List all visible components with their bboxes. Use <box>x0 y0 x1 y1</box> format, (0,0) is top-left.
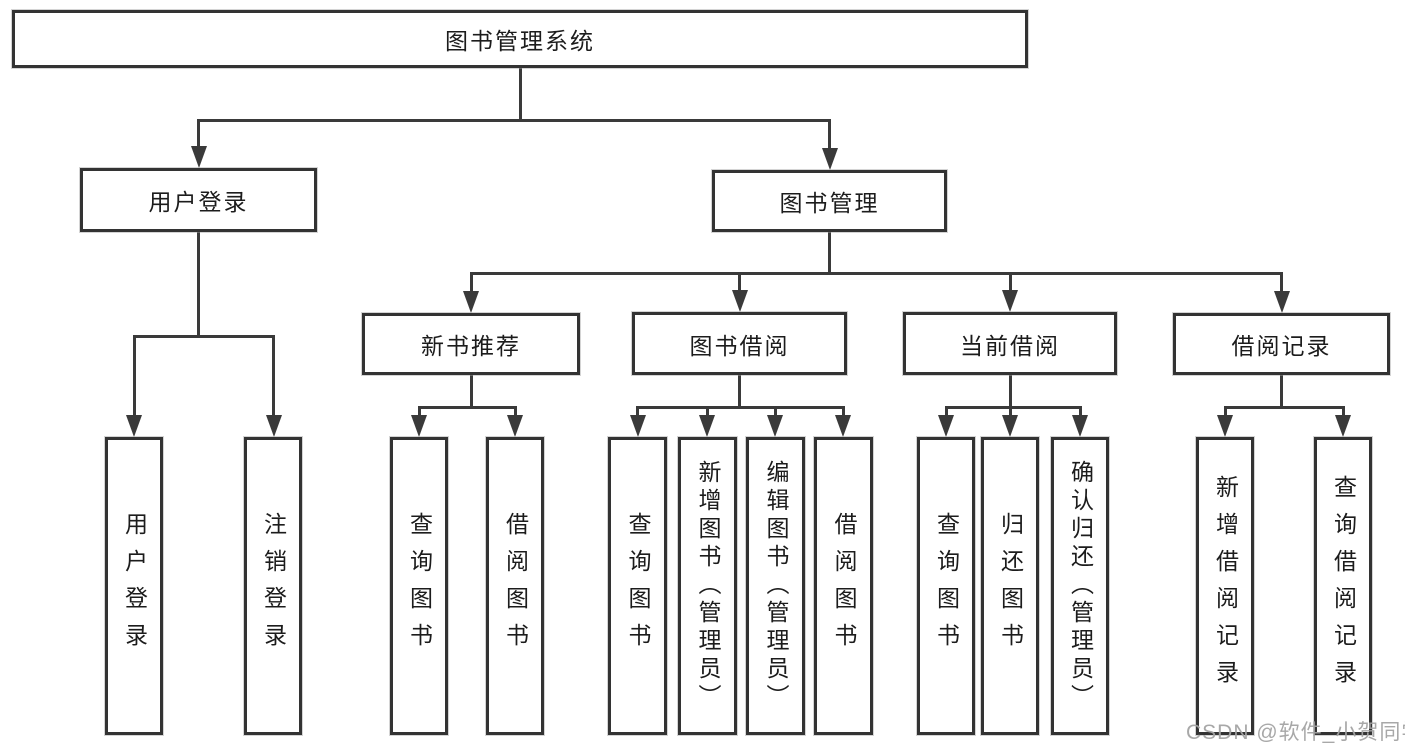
connector-line <box>197 120 200 150</box>
arrowhead-down-icon <box>1217 415 1233 437</box>
connector-line <box>944 405 1082 409</box>
connector-line <box>1008 273 1012 295</box>
connector-line <box>1341 407 1345 421</box>
arrowhead-down-icon <box>1002 415 1018 437</box>
connector-line <box>1223 405 1345 409</box>
node-leaf-logout: 注销登录 <box>244 437 302 735</box>
node-leaf-query-book-a: 查询图书 <box>390 437 448 735</box>
arrowhead-down-icon <box>767 415 783 437</box>
connector-line <box>828 120 831 152</box>
connector-line <box>469 375 473 408</box>
connector-line <box>469 271 1283 275</box>
connector-line <box>1008 407 1012 421</box>
arrowhead-down-icon <box>629 415 646 437</box>
node-leaf-edit-book: 编辑图书（管理员） <box>746 437 805 735</box>
connector-line <box>1078 407 1082 421</box>
arrowhead-down-icon <box>1072 415 1088 437</box>
connector-line <box>197 118 831 122</box>
arrowhead-down-icon <box>699 415 715 437</box>
connector-line <box>738 273 741 295</box>
node-leaf-query-record: 查询借阅记录 <box>1314 437 1372 735</box>
arrowhead-down-icon <box>411 415 427 437</box>
connector-line <box>518 68 522 121</box>
node-current-borrow: 当前借阅 <box>903 312 1117 375</box>
arrowhead-down-icon <box>835 415 851 437</box>
node-borrow-record: 借阅记录 <box>1173 313 1390 375</box>
arrowhead-down-icon <box>938 415 954 437</box>
arrowhead-down-icon <box>1273 291 1290 313</box>
connector-line <box>738 375 741 408</box>
connector-line <box>272 336 275 420</box>
connector-line <box>773 407 777 421</box>
node-leaf-add-record: 新增借阅记录 <box>1196 437 1254 735</box>
arrowhead-down-icon <box>1335 415 1351 437</box>
connector-line <box>1008 375 1012 408</box>
node-leaf-user-login: 用户登录 <box>105 437 163 735</box>
connector-line <box>132 334 275 338</box>
node-leaf-query-book-b: 查询图书 <box>608 437 667 735</box>
connector-line <box>636 407 639 421</box>
connector-line <box>469 273 473 296</box>
node-leaf-add-book: 新增图书（管理员） <box>678 437 737 735</box>
connector-line <box>513 407 517 421</box>
node-book-mgmt: 图书管理 <box>712 170 947 232</box>
node-leaf-return-book: 归还图书 <box>981 437 1039 735</box>
connector-line <box>705 407 709 421</box>
arrowhead-down-icon <box>190 146 207 168</box>
connector-line <box>197 232 200 337</box>
connector-line <box>1280 273 1283 296</box>
node-root: 图书管理系统 <box>12 10 1028 68</box>
connector-line <box>636 405 845 409</box>
arrowhead-down-icon <box>731 290 748 312</box>
node-leaf-confirm-return: 确认归还（管理员） <box>1051 437 1109 735</box>
connector-line <box>841 407 845 421</box>
connector-line <box>417 407 421 421</box>
node-leaf-borrow-book-a: 借阅图书 <box>486 437 544 735</box>
node-leaf-query-book-c: 查询图书 <box>917 437 975 735</box>
node-leaf-borrow-book-b: 借阅图书 <box>814 437 873 735</box>
connector-line <box>417 405 517 409</box>
connector-line <box>828 232 831 274</box>
connector-line <box>944 407 948 421</box>
arrowhead-down-icon <box>821 148 838 170</box>
arrowhead-down-icon <box>126 415 142 437</box>
arrowhead-down-icon <box>463 291 479 313</box>
node-user-login: 用户登录 <box>80 168 317 232</box>
node-book-borrow: 图书借阅 <box>632 312 847 375</box>
connector-line <box>132 336 136 420</box>
arrowhead-down-icon <box>507 415 523 437</box>
watermark: CSDN @软件_小贺同学 <box>1186 721 1405 744</box>
arrowhead-down-icon <box>1002 290 1018 312</box>
connector-line <box>1280 375 1283 408</box>
connector-line <box>1223 407 1227 421</box>
arrowhead-down-icon <box>265 415 282 437</box>
node-new-book-rec: 新书推荐 <box>362 313 580 375</box>
